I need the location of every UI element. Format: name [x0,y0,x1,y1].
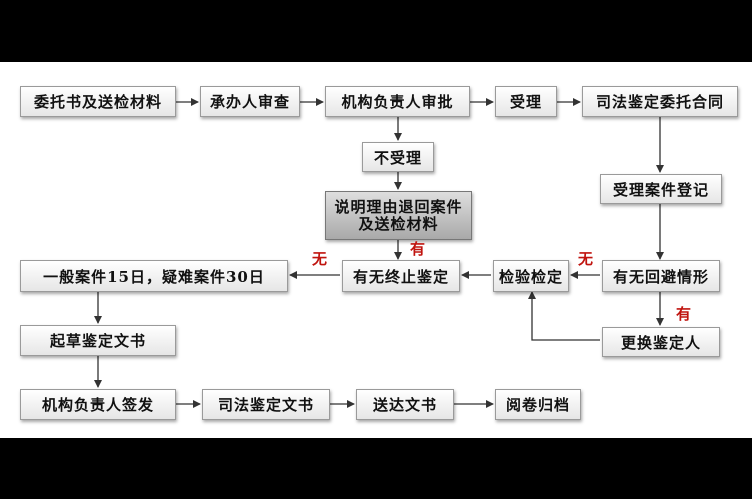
arrow-layer [94,98,664,408]
node-accept: 受理 [495,86,557,117]
node-reject: 不受理 [362,142,434,172]
node-return-materials-line2: 及送检材料 [358,214,439,233]
node-director-approval: 机构负责人审批 [325,86,470,117]
node-case-registration: 受理案件登记 [600,174,722,204]
label-yes-avoid: 有 [676,305,692,323]
node-appraisal-document: 司法鉴定文书 [202,389,330,420]
node-terminate-check: 有无终止鉴定 [342,260,460,292]
node-commission-materials: 委托书及送检材料 [20,86,176,117]
label-yes-terminate: 有 [410,240,426,258]
node-avoidance-check: 有无回避情形 [602,260,720,292]
label-no-avoid: 无 [578,250,594,268]
node-return-materials: 说明理由退回案件 及送检材料 [325,191,472,240]
arrow-n13-n11 [528,291,600,341]
label-no-terminate: 无 [312,250,328,268]
node-appraisal-contract: 司法鉴定委托合同 [582,86,738,117]
node-archive: 阅卷归档 [495,389,581,420]
node-draft-document: 起草鉴定文书 [20,325,176,356]
node-handler-review: 承办人审查 [200,86,300,117]
flowchart-canvas: 委托书及送检材料 承办人审查 机构负责人审批 受理 司法鉴定委托合同 不受理 说… [0,62,752,438]
node-replace-appraiser: 更换鉴定人 [602,327,720,357]
node-time-limit: 一般案件15日，疑难案件30日 [20,260,288,292]
node-return-materials-line1: 说明理由退回案件 [334,197,463,216]
node-inspection: 检验检定 [493,260,569,292]
node-deliver-document: 送达文书 [356,389,454,420]
node-director-sign: 机构负责人签发 [20,389,176,420]
